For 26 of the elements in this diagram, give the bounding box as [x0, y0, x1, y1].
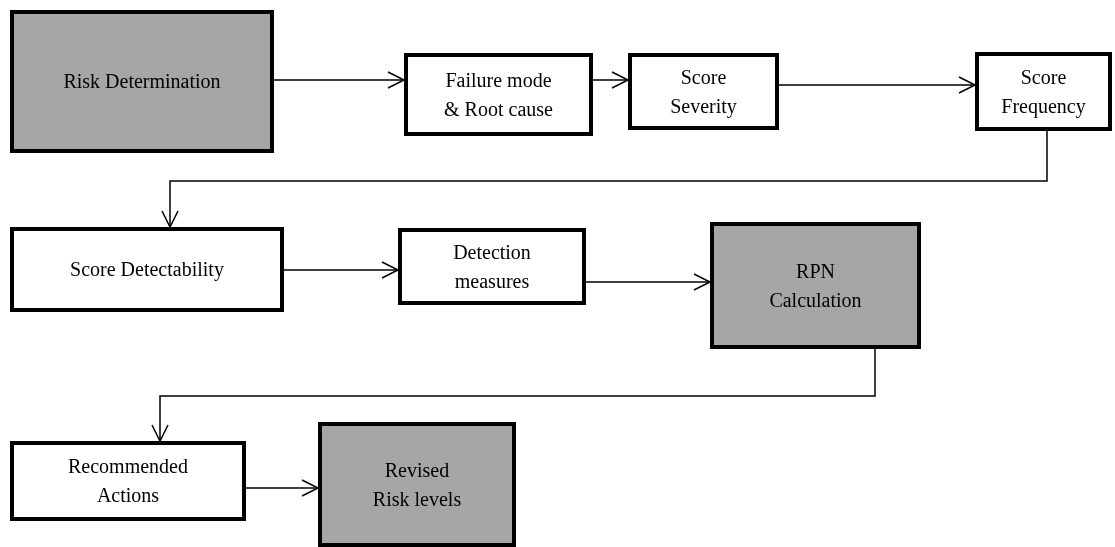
box-label: Failure mode & Root cause: [443, 67, 554, 122]
arrow: [161, 130, 1048, 228]
box-label: Detection measures: [452, 239, 532, 294]
box-label: Revised Risk levels: [371, 457, 463, 512]
box-label: Score Severity: [669, 64, 738, 120]
process-box: [975, 52, 1112, 131]
process-box: [10, 441, 246, 521]
process-box: [398, 228, 586, 305]
arrow: [151, 348, 876, 442]
highlighted-process-box: [10, 10, 274, 153]
arrow: [245, 479, 319, 497]
arrow: [273, 71, 405, 89]
box-label: Recommended Actions: [67, 454, 189, 508]
highlighted-process-box: [710, 222, 921, 349]
arrow: [778, 76, 976, 94]
arrow: [592, 71, 629, 89]
highlighted-process-box: [318, 422, 516, 547]
arrow: [585, 273, 711, 291]
box-label: Score Detectability: [70, 257, 224, 283]
box-label: Risk Determination: [63, 69, 221, 94]
box-label: Score Frequency: [1000, 64, 1087, 120]
process-box: [10, 227, 284, 312]
process-box: [628, 53, 779, 130]
arrow: [283, 261, 399, 279]
process-box: [404, 53, 593, 136]
box-label: RPN Calculation: [768, 258, 863, 313]
